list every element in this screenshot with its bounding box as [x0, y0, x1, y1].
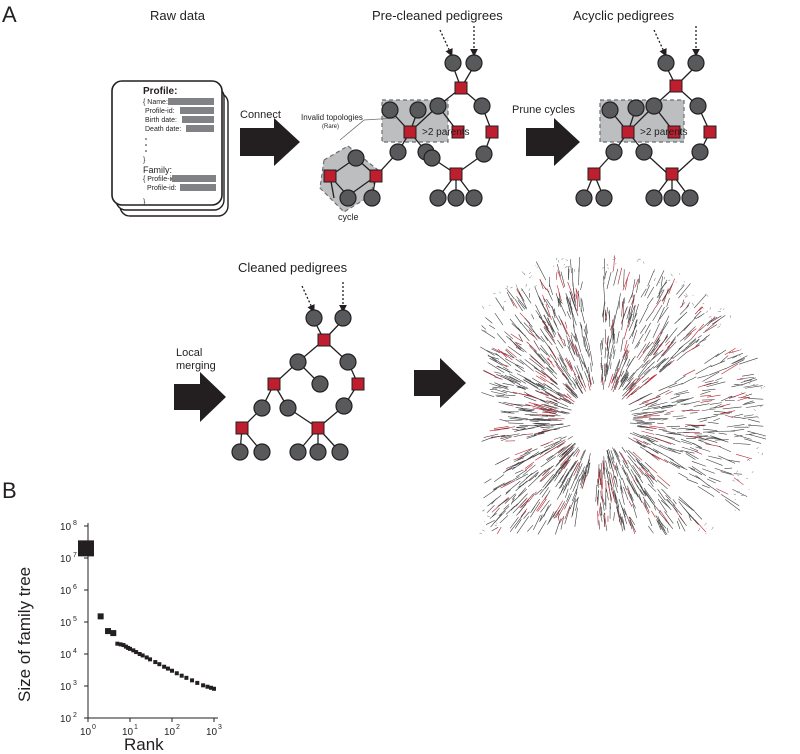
connect-label: Connect	[240, 109, 281, 121]
prune-arrow	[526, 118, 580, 166]
data-point	[105, 628, 112, 635]
y-tick-exponent: 2	[73, 712, 77, 719]
y-tick-label: 10	[60, 554, 72, 565]
card-profile-id: Profile-id:	[145, 108, 175, 115]
pedigree-sector	[480, 346, 572, 442]
y-tick-exponent: 3	[73, 680, 77, 687]
data-point	[118, 642, 123, 647]
y-tick-exponent: 5	[73, 616, 77, 623]
y-tick-label: 10	[60, 618, 72, 629]
data-point	[144, 655, 149, 660]
y-tick-label: 10	[60, 522, 72, 533]
y-tick-label: 10	[60, 586, 72, 597]
prune-label: Prune cycles	[512, 104, 575, 116]
more-parents-label-1: >2 parents	[422, 127, 470, 138]
pre-cleaned-title: Pre-cleaned pedigrees	[372, 8, 503, 23]
y-tick-exponent: 4	[73, 648, 77, 655]
y-axis-label: Size of family tree	[15, 567, 34, 702]
cycle-label: cycle	[338, 212, 359, 222]
pedigree-sector	[595, 446, 714, 536]
data-point	[78, 540, 94, 557]
pedigree-sector	[479, 436, 591, 535]
x-tick-label: 10	[164, 727, 176, 738]
data-point	[134, 650, 139, 655]
data-point	[137, 652, 142, 656]
y-tick-label: 10	[60, 714, 72, 725]
pedigree-sector	[481, 257, 595, 405]
data-point	[123, 644, 128, 649]
merging-label-2: merging	[176, 360, 216, 372]
acyclic-graph: >2 parents	[575, 26, 717, 207]
pre-cleaned-graph: Invalid topologies (Rare) >2 parents cyc…	[301, 26, 499, 222]
pedigree-sector	[628, 348, 767, 511]
card-profile-title: Profile:	[143, 86, 177, 97]
x-tick-label: 10	[206, 727, 218, 738]
result-arrow	[414, 358, 466, 408]
data-point	[212, 686, 216, 691]
raw-data-card: Profile: { Name: Profile-id: Birth date:…	[111, 80, 229, 217]
data-point	[174, 671, 179, 676]
card-fam-profile-id-1: { Profile-id:	[143, 176, 177, 183]
connect-arrow	[240, 118, 300, 166]
data-point	[209, 685, 214, 690]
rare-label: (Rare)	[322, 124, 339, 130]
x-tick-exponent: 3	[218, 724, 222, 731]
merging-arrow	[174, 372, 226, 422]
card-end-brace: }	[143, 199, 146, 206]
data-point	[184, 675, 189, 680]
data-point	[121, 643, 126, 648]
data-point	[190, 678, 195, 683]
card-death-date: Death date:	[145, 126, 181, 133]
data-point	[157, 662, 162, 667]
more-parents-label-2: >2 parents	[640, 127, 688, 138]
acyclic-title: Acyclic pedigrees	[573, 8, 675, 23]
data-point	[97, 613, 104, 620]
data-point	[205, 684, 210, 689]
y-tick-label: 10	[60, 650, 72, 661]
y-tick-exponent: 8	[73, 520, 77, 527]
y-tick-label: 10	[60, 682, 72, 693]
x-tick-exponent: 0	[92, 724, 96, 731]
data-point	[179, 673, 184, 678]
large-pedigree-illustration	[479, 255, 767, 536]
pedigree-sector	[600, 255, 731, 400]
data-point	[148, 657, 153, 662]
card-brace-close: }	[143, 157, 146, 164]
data-point	[140, 653, 145, 658]
x-tick-exponent: 1	[134, 724, 138, 731]
cleaned-title: Cleaned pedigrees	[238, 260, 348, 275]
y-tick-exponent: 7	[73, 552, 77, 559]
data-point	[165, 666, 170, 671]
card-name: { Name:	[143, 99, 168, 106]
raw-data-title: Raw data	[150, 8, 206, 23]
panel-letter-b: B	[2, 478, 17, 503]
data-point	[115, 641, 120, 646]
data-point	[110, 630, 117, 637]
invalid-topologies-label: Invalid topologies	[301, 113, 363, 122]
card-fam-profile-id-2: Profile-id:	[147, 185, 177, 192]
y-tick-exponent: 6	[73, 584, 77, 591]
x-tick-label: 10	[80, 727, 92, 738]
data-point	[131, 648, 136, 653]
x-tick-label: 10	[122, 727, 134, 738]
data-point	[128, 646, 132, 651]
data-point	[162, 664, 167, 669]
cleaned-graph	[231, 282, 365, 461]
merging-label-1: Local	[176, 347, 202, 359]
x-axis-label: Rank	[124, 735, 164, 754]
card-family-title: Family:	[143, 165, 172, 175]
data-point	[201, 683, 206, 688]
panel-letter-a: A	[2, 2, 17, 27]
data-point	[170, 668, 174, 673]
x-tick-exponent: 2	[176, 724, 180, 731]
data-point	[195, 680, 200, 685]
card-birth-date: Birth date:	[145, 117, 177, 124]
data-point	[153, 660, 158, 665]
